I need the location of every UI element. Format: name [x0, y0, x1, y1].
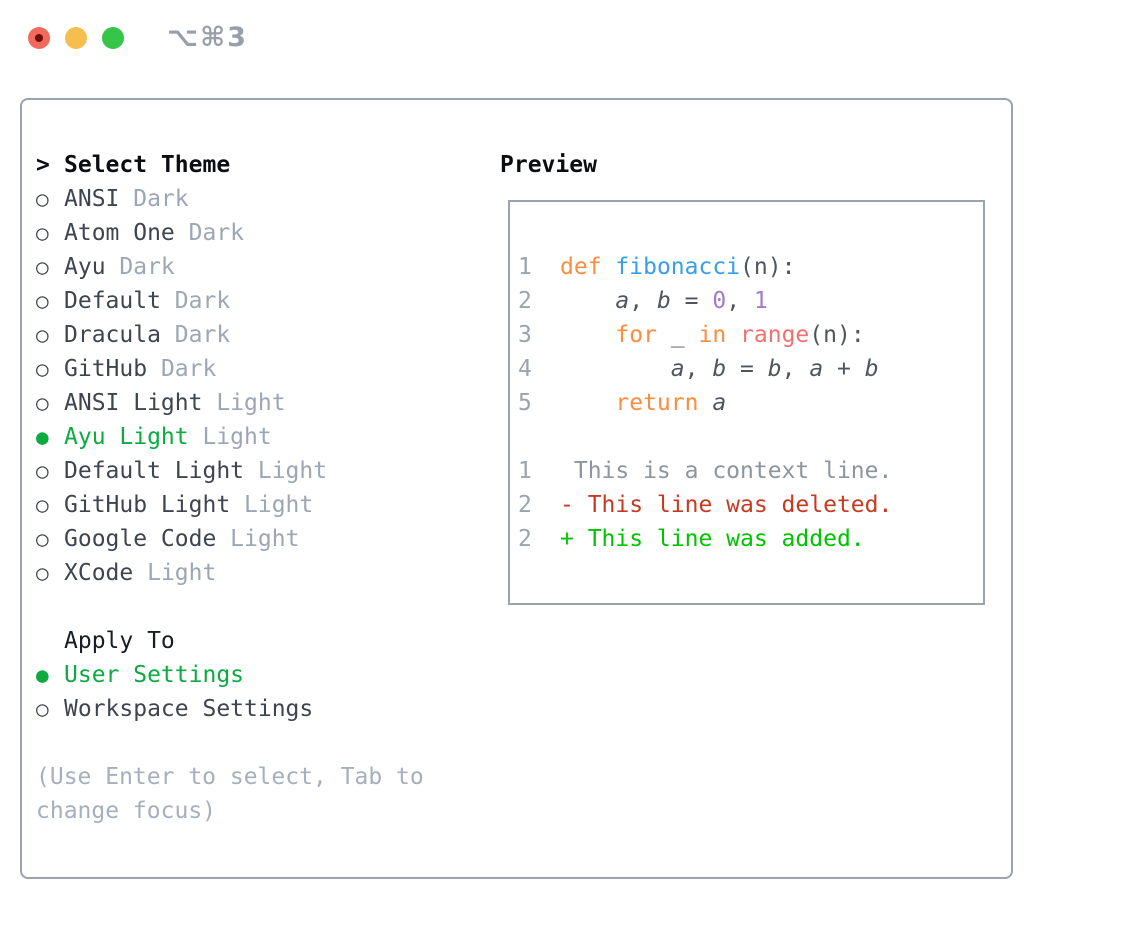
theme-item[interactable]: ○ Atom One Dark [36, 216, 424, 250]
radio-icon: ○ [36, 391, 49, 415]
theme-list: ○ ANSI Dark ○ Atom One Dark ○ Ayu Dark ○ Defaul… [36, 182, 424, 590]
code-line: 4 a, b = b, a + b [518, 352, 983, 386]
theme-item-variant: Light [133, 560, 217, 586]
zoom-button[interactable] [102, 27, 124, 49]
theme-item-name: ANSI [64, 186, 120, 212]
radio-icon: ○ [36, 493, 49, 517]
theme-item[interactable]: ○ Google Code Light [36, 522, 424, 556]
theme-item[interactable]: ○ GitHub Light Light [36, 488, 424, 522]
theme-item[interactable]: ○ Ayu Dark [36, 250, 424, 284]
theme-item[interactable]: ○ Dracula Dark [36, 318, 424, 352]
close-dot-icon [35, 34, 43, 42]
hint-text: (Use Enter to select, Tab to change focus… [36, 760, 424, 828]
apply-to-header: Apply To [36, 624, 424, 658]
radio-selected-icon: ● [36, 663, 49, 687]
titlebar [28, 27, 139, 49]
theme-item-variant: Light [216, 526, 300, 552]
theme-item-variant: Light [230, 492, 314, 518]
radio-icon: ○ [36, 255, 49, 279]
hint-line: change focus) [36, 798, 217, 824]
code-line: 3 for _ in range(n): [518, 318, 983, 352]
theme-item[interactable]: ○ GitHub Dark [36, 352, 424, 386]
apply-item[interactable]: ○ Workspace Settings [36, 692, 424, 726]
theme-sidebar: > Select Theme ○ ANSI Dark ○ Atom One Dark ○ A… [36, 148, 424, 828]
diff-preview: 1 This is a context line.2- This line wa… [518, 454, 983, 556]
line-number: 2 [518, 526, 532, 552]
diff-line: 1 This is a context line. [518, 454, 983, 488]
theme-item-name: XCode [64, 560, 134, 586]
theme-item-variant: Light [202, 390, 286, 416]
preview-title: Preview [500, 152, 597, 178]
theme-item-variant: Dark [119, 186, 189, 212]
theme-item-variant: Light [188, 424, 272, 450]
radio-selected-icon: ● [36, 425, 49, 449]
theme-item-name: ANSI Light [64, 390, 203, 416]
line-number: 1 [518, 458, 532, 484]
radio-icon: ○ [36, 561, 49, 585]
apply-item-name: Workspace Settings [64, 696, 314, 722]
radio-icon: ○ [36, 289, 49, 313]
window-shortcut-label: ⌥⌘3 [167, 22, 248, 53]
theme-item-variant: Light [244, 458, 328, 484]
theme-item[interactable]: ○ Default Light Light [36, 454, 424, 488]
diff-line: 2- This line was deleted. [518, 488, 983, 522]
line-number: 2 [518, 492, 532, 518]
theme-item[interactable]: ○ ANSI Dark [36, 182, 424, 216]
apply-item[interactable]: ● User Settings [36, 658, 424, 692]
line-number: 5 [518, 390, 532, 416]
theme-item-name: Default Light [64, 458, 245, 484]
theme-item-name: Ayu Light [64, 424, 189, 450]
theme-item[interactable]: ● Ayu Light Light [36, 420, 424, 454]
line-number: 3 [518, 322, 532, 348]
radio-icon: ○ [36, 323, 49, 347]
prompt-icon: > [36, 152, 50, 178]
theme-item-variant: Dark [105, 254, 175, 280]
code-line: 5 return a [518, 386, 983, 420]
diff-line: 2+ This line was added. [518, 522, 983, 556]
apply-to-list: ● User Settings ○ Workspace Settings [36, 658, 424, 726]
radio-icon: ○ [36, 459, 49, 483]
radio-icon: ○ [36, 187, 49, 211]
theme-list-title: Select Theme [64, 152, 231, 178]
theme-item-name: Atom One [64, 220, 175, 246]
apply-item-name: User Settings [64, 662, 245, 688]
theme-item-name: GitHub [64, 356, 148, 382]
apply-to-title: Apply To [64, 628, 175, 654]
minimize-button[interactable] [65, 27, 87, 49]
spacer [36, 590, 424, 624]
line-number: 4 [518, 356, 532, 382]
line-number: 1 [518, 254, 532, 280]
radio-icon: ○ [36, 527, 49, 551]
spacer [518, 420, 983, 454]
theme-item-name: GitHub Light [64, 492, 231, 518]
theme-item-name: Ayu [64, 254, 106, 280]
theme-item-name: Default [64, 288, 161, 314]
spacer [36, 726, 424, 760]
theme-item[interactable]: ○ Default Dark [36, 284, 424, 318]
radio-icon: ○ [36, 697, 49, 721]
radio-icon: ○ [36, 221, 49, 245]
theme-item-variant: Dark [160, 322, 231, 348]
theme-item-name: Google Code [64, 526, 217, 552]
theme-item-name: Dracula [64, 322, 161, 348]
close-button[interactable] [28, 27, 50, 49]
code-line: 2 a, b = 0, 1 [518, 284, 983, 318]
hint-line: (Use Enter to select, Tab to [36, 764, 424, 790]
theme-item[interactable]: ○ ANSI Light Light [36, 386, 424, 420]
theme-item[interactable]: ○ XCode Light [36, 556, 424, 590]
theme-item-variant: Dark [174, 220, 245, 246]
theme-item-variant: Dark [147, 356, 217, 382]
radio-icon: ○ [36, 357, 49, 381]
theme-item-variant: Dark [160, 288, 231, 314]
line-number: 2 [518, 288, 532, 314]
settings-panel: > Select Theme ○ ANSI Dark ○ Atom One Dark ○ A… [20, 98, 1013, 879]
theme-list-header: > Select Theme [36, 148, 424, 182]
